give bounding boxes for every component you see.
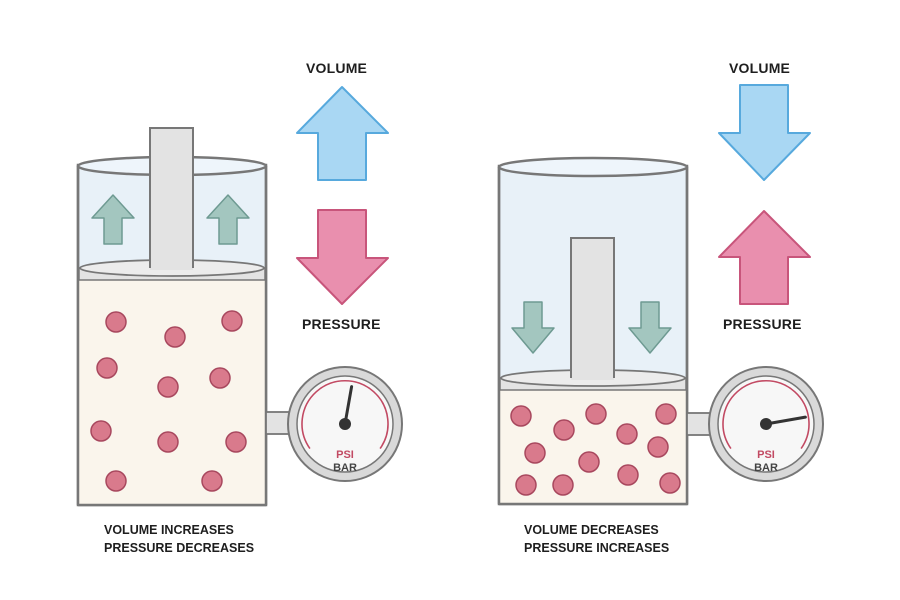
left-particle xyxy=(105,470,127,492)
right-pressure-gauge: PSI BAR xyxy=(708,366,824,482)
left-gauge-psi-label: PSI xyxy=(336,449,354,461)
right-inner-arrow-2 xyxy=(628,301,672,354)
right-caption-line1: VOLUME DECREASES xyxy=(524,523,659,537)
left-volume-arrow-up xyxy=(296,86,389,181)
right-caption-line2: PRESSURE INCREASES xyxy=(524,541,670,555)
right-particle xyxy=(616,423,638,445)
right-particle xyxy=(585,403,607,425)
left-caption-line1: VOLUME INCREASES xyxy=(104,523,234,537)
left-caption: VOLUME INCREASES PRESSURE DECREASES xyxy=(104,521,254,557)
left-caption-line2: PRESSURE DECREASES xyxy=(104,541,255,555)
right-pressure-label: PRESSURE xyxy=(723,316,802,332)
left-inner-arrow-1 xyxy=(91,194,135,245)
right-particle xyxy=(515,474,537,496)
right-panel: PSI BAR xyxy=(497,84,824,506)
right-caption: VOLUME DECREASES PRESSURE INCREASES xyxy=(524,521,669,557)
right-particle xyxy=(659,472,681,494)
right-particle xyxy=(552,474,574,496)
right-particle xyxy=(553,419,575,441)
left-pressure-arrow-down xyxy=(296,209,389,305)
right-gauge-needle xyxy=(764,415,807,426)
right-piston-rod xyxy=(570,237,615,381)
left-particle xyxy=(201,470,223,492)
right-particle xyxy=(524,442,546,464)
right-pressure-arrow-up xyxy=(718,210,811,305)
right-volume-label: VOLUME xyxy=(729,60,791,76)
left-particle xyxy=(221,310,243,332)
left-particle xyxy=(164,326,186,348)
right-particle xyxy=(617,464,639,486)
left-particles xyxy=(90,310,247,492)
left-gauge-hub xyxy=(339,418,351,430)
right-gauge-psi-label: PSI xyxy=(757,449,775,461)
left-inner-arrow-2 xyxy=(206,194,250,245)
right-particle xyxy=(578,451,600,473)
left-panel: PSI BAR xyxy=(76,86,403,507)
left-particle xyxy=(96,357,118,379)
left-piston-rod xyxy=(149,127,194,271)
left-pressure-gauge: PSI BAR xyxy=(287,366,403,482)
left-particle xyxy=(209,367,231,389)
left-particle xyxy=(157,376,179,398)
right-particle xyxy=(647,436,669,458)
left-particle xyxy=(225,431,247,453)
right-volume-arrow-down xyxy=(718,84,811,181)
left-volume-label: VOLUME xyxy=(306,60,368,76)
left-gauge-needle xyxy=(343,385,354,426)
right-gauge-hub xyxy=(760,418,772,430)
left-gauge-bar-label: BAR xyxy=(333,462,357,474)
right-inner-arrow-1 xyxy=(511,301,555,354)
left-particle xyxy=(105,311,127,333)
right-gauge-bar-label: BAR xyxy=(754,462,778,474)
right-particles xyxy=(510,403,681,496)
left-particle xyxy=(157,431,179,453)
right-particle xyxy=(510,405,532,427)
right-cylinder-top xyxy=(497,156,689,178)
right-particle xyxy=(655,403,677,425)
left-pressure-label: PRESSURE xyxy=(302,316,381,332)
left-particle xyxy=(90,420,112,442)
